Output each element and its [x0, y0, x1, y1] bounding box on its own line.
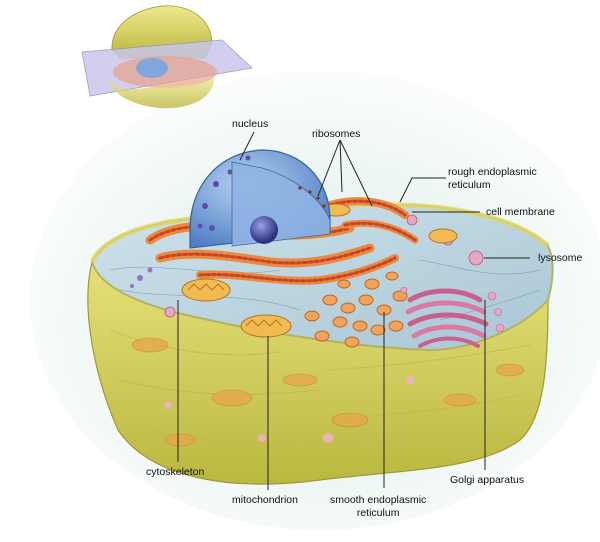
label-mitochondrion: mitochondrion — [232, 494, 298, 507]
label-golgi-apparatus: Golgi apparatus — [450, 474, 524, 487]
nucleolus — [250, 216, 278, 244]
label-rough-er: rough endoplasmic reticulum — [448, 166, 537, 192]
label-ribosomes: ribosomes — [312, 128, 360, 141]
label-smooth-er: smooth endoplasmic reticulum — [330, 494, 426, 520]
label-cell-membrane: cell membrane — [486, 206, 555, 219]
label-cytoskeleton: cytoskeleton — [146, 466, 204, 479]
label-nucleus: nucleus — [232, 118, 268, 131]
label-lysosome: lysosome — [538, 252, 582, 265]
